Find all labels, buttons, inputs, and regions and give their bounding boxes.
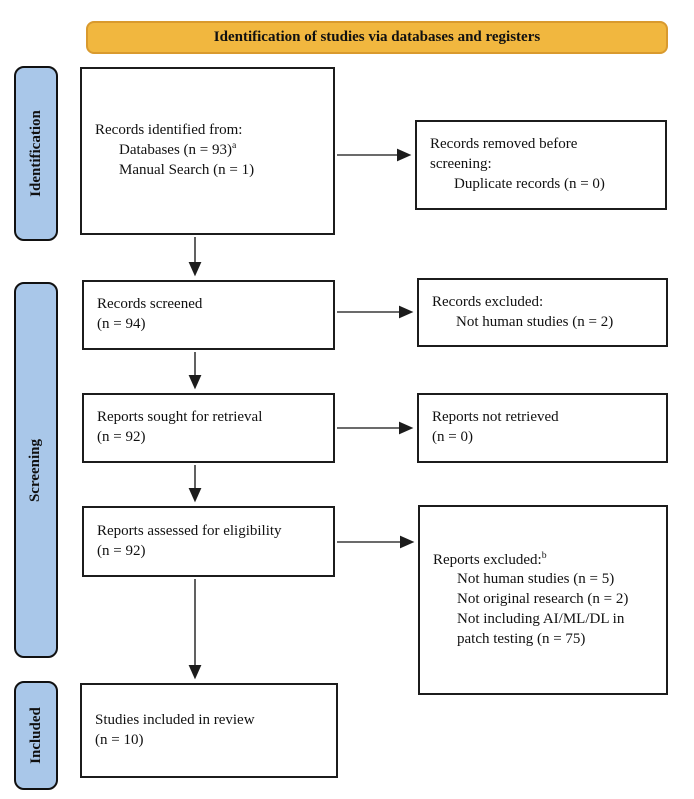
banner-label: Identification of studies via databases … xyxy=(213,29,541,45)
box-text: Reports assessed for eligibility(n = 92) xyxy=(97,522,282,559)
stage-label-identification: Identification xyxy=(14,66,58,241)
box-text: Studies included in review(n = 10) xyxy=(95,711,255,748)
flow-box-studies-included: Studies included in review(n = 10) xyxy=(80,683,338,778)
flow-box-reports-not-retrieved: Reports not retrieved(n = 0) xyxy=(417,393,668,463)
flow-box-records-identified: Records identified from:Databases (n = 9… xyxy=(80,67,335,235)
flow-box-records-excluded: Records excluded:Not human studies (n = … xyxy=(417,278,668,347)
box-text: Records excluded:Not human studies (n = … xyxy=(432,293,614,330)
box-text: Reports sought for retrieval(n = 92) xyxy=(97,409,263,445)
box-text: Records screened(n = 94) xyxy=(97,296,203,332)
box-text: Reports not retrieved(n = 0) xyxy=(432,409,559,445)
box-text: Records identified from:Databases (n = 9… xyxy=(95,122,255,178)
flow-box-records-screened: Records screened(n = 94) xyxy=(82,280,335,350)
flow-box-reports-sought: Reports sought for retrieval(n = 92) xyxy=(82,393,335,463)
stage-label-text: Included xyxy=(27,707,44,764)
flow-box-reports-assessed: Reports assessed for eligibility(n = 92) xyxy=(82,506,335,577)
stage-label-screening: Screening xyxy=(14,282,58,658)
stage-label-text: Identification xyxy=(27,110,44,197)
stage-label-text: Screening xyxy=(27,438,44,502)
banner: Identification of studies via databases … xyxy=(86,21,668,54)
stage-label-included: Included xyxy=(14,681,58,790)
